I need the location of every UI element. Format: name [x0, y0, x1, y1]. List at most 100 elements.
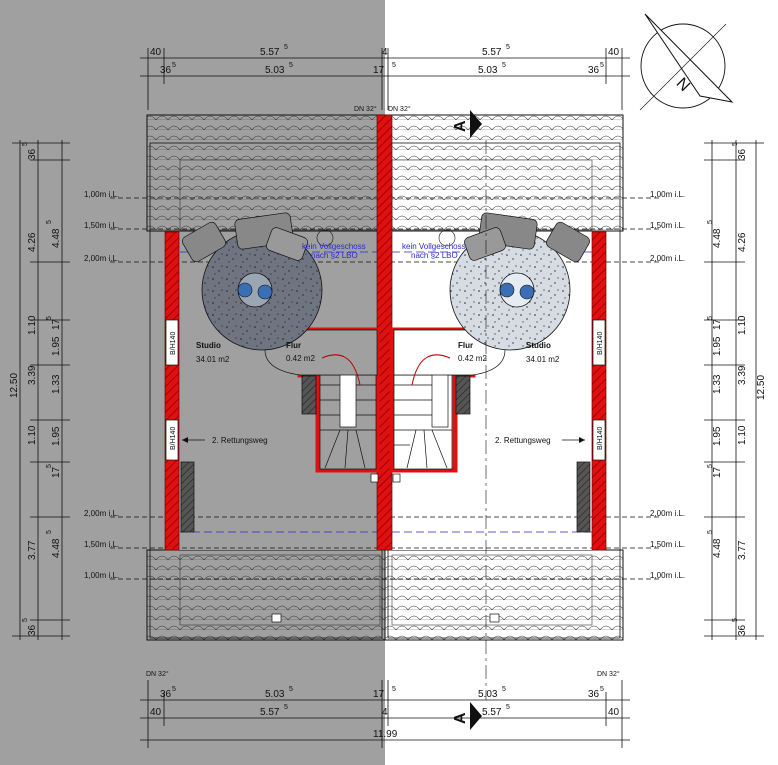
roof-hatch-left [271, 613, 282, 623]
svg-text:12.50: 12.50 [9, 373, 20, 398]
svg-text:36: 36 [588, 65, 600, 76]
svg-text:5: 5 [22, 618, 29, 622]
svg-text:5.03: 5.03 [265, 65, 285, 76]
svg-text:36: 36 [160, 689, 172, 700]
svg-text:5: 5 [707, 316, 714, 320]
roof-hatch-right [489, 613, 500, 623]
svg-text:5: 5 [707, 530, 714, 534]
svg-text:1.10: 1.10 [737, 315, 748, 335]
svg-text:36: 36 [737, 624, 748, 636]
svg-text:5: 5 [46, 220, 53, 224]
svg-text:1.33: 1.33 [712, 374, 723, 394]
svg-text:1,50m i.L.: 1,50m i.L. [84, 540, 119, 549]
svg-text:4: 4 [382, 47, 388, 58]
svg-text:5: 5 [506, 44, 510, 51]
svg-text:36: 36 [737, 148, 748, 160]
svg-text:17: 17 [51, 318, 62, 330]
svg-text:5: 5 [707, 464, 714, 468]
studio-left-name: Studio [196, 341, 221, 350]
svg-text:5: 5 [289, 686, 293, 693]
svg-text:3.77: 3.77 [27, 540, 38, 560]
svg-text:4.48: 4.48 [51, 538, 62, 558]
note-left-1: kein Vollgeschoss [302, 242, 366, 251]
svg-text:1,00m i.L.: 1,00m i.L. [650, 190, 685, 199]
svg-text:1,00m i.L.: 1,00m i.L. [650, 571, 685, 580]
svg-text:5: 5 [506, 704, 510, 711]
svg-text:5: 5 [172, 686, 176, 693]
svg-text:1.10: 1.10 [27, 315, 38, 335]
svg-text:1,00m i.L.: 1,00m i.L. [84, 571, 119, 580]
svg-text:1.95: 1.95 [712, 336, 723, 356]
svg-text:36: 36 [27, 624, 38, 636]
section-marker-top: A [452, 110, 482, 138]
furniture-left [182, 212, 334, 351]
svg-text:1.10: 1.10 [737, 425, 748, 445]
walls [164, 114, 607, 551]
svg-text:3.39: 3.39 [27, 365, 38, 385]
svg-text:5: 5 [46, 316, 53, 320]
svg-text:40: 40 [608, 707, 620, 718]
svg-text:5: 5 [46, 464, 53, 468]
svg-text:1,50m i.L.: 1,50m i.L. [650, 540, 685, 549]
svg-text:5: 5 [46, 530, 53, 534]
flur-left-area: 0.42 m2 [286, 354, 315, 363]
svg-text:2,00m i.L.: 2,00m i.L. [84, 254, 119, 263]
section-marker-bottom: A [452, 702, 482, 730]
svg-text:40: 40 [608, 47, 620, 58]
escape-right-label: 2. Rettungsweg [495, 436, 551, 445]
svg-text:5: 5 [172, 62, 176, 69]
window-tag-1: B/H140 [170, 332, 177, 355]
svg-text:5: 5 [707, 220, 714, 224]
studio-right-name: Studio [526, 341, 551, 350]
svg-text:36: 36 [27, 148, 38, 160]
svg-text:2,00m i.L.: 2,00m i.L. [84, 509, 119, 518]
svg-text:1,50m i.L.: 1,50m i.L. [84, 221, 119, 230]
svg-text:4.26: 4.26 [27, 232, 38, 252]
svg-text:17: 17 [51, 466, 62, 478]
svg-text:3.39: 3.39 [737, 365, 748, 385]
svg-text:1,50m i.L.: 1,50m i.L. [650, 221, 685, 230]
svg-text:2,00m i.L.: 2,00m i.L. [650, 509, 685, 518]
stair-arrow-left [321, 354, 361, 386]
svg-text:5.57: 5.57 [482, 47, 502, 58]
svg-text:5: 5 [732, 618, 739, 622]
svg-text:5: 5 [392, 686, 396, 693]
note-left-2: nach §2 LBO [311, 251, 358, 260]
stairs-left [319, 371, 377, 470]
svg-text:3.77: 3.77 [737, 540, 748, 560]
svg-text:5.57: 5.57 [260, 707, 280, 718]
flur-right-area: 0.42 m2 [458, 354, 487, 363]
studio-right-area: 34.01 m2 [526, 355, 560, 364]
svg-text:17: 17 [373, 65, 385, 76]
svg-text:5: 5 [732, 142, 739, 146]
pitch-top-left: DN 32° [354, 105, 377, 113]
studio-left-area: 34.01 m2 [196, 355, 230, 364]
escape-right: 2. Rettungsweg [495, 436, 585, 445]
compass-icon: N [639, 13, 734, 111]
stair-arrow-right [411, 354, 451, 386]
svg-text:5: 5 [289, 62, 293, 69]
svg-text:5: 5 [284, 704, 288, 711]
roof-tiles [146, 114, 624, 641]
svg-text:40: 40 [150, 47, 162, 58]
window-tag-4: B/H140 [597, 427, 604, 450]
svg-text:1.10: 1.10 [27, 425, 38, 445]
svg-text:5: 5 [502, 62, 506, 69]
svg-text:1.95: 1.95 [51, 426, 62, 446]
svg-text:5: 5 [502, 686, 506, 693]
pitch-top-right: DN 32° [388, 105, 411, 113]
chimney-left [370, 473, 379, 483]
svg-text:4.48: 4.48 [712, 228, 723, 248]
svg-text:12.50: 12.50 [756, 375, 767, 400]
svg-text:5: 5 [600, 62, 604, 69]
level-labels: 1,00m i.L. 1,50m i.L. 2,00m i.L. 2,00m i… [84, 190, 685, 580]
svg-text:1,00m i.L.: 1,00m i.L. [84, 190, 119, 199]
escape-left-label: 2. Rettungsweg [212, 436, 268, 445]
svg-text:4.48: 4.48 [712, 538, 723, 558]
svg-text:17: 17 [373, 689, 385, 700]
svg-text:11.99: 11.99 [373, 729, 398, 740]
escape-left: 2. Rettungsweg [182, 436, 268, 445]
svg-text:1.33: 1.33 [51, 374, 62, 394]
